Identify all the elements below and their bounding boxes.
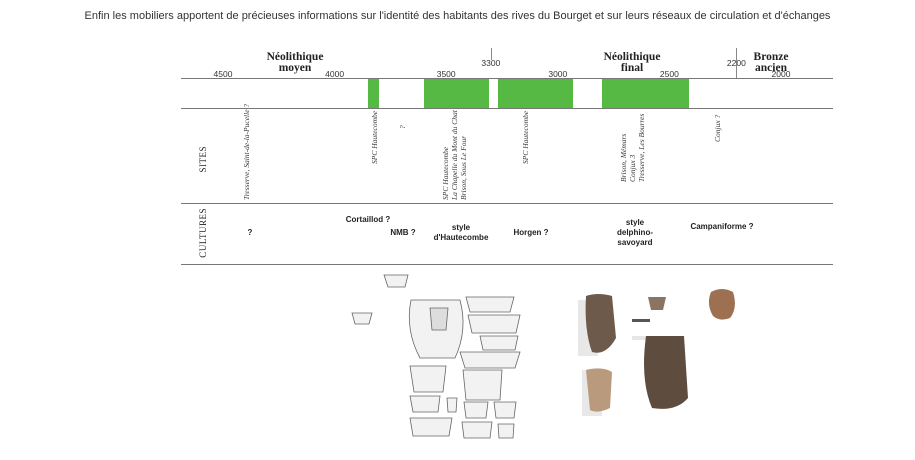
tick-3500: 3500	[436, 69, 456, 79]
tick-2000: 2000	[771, 69, 791, 79]
occupation-bar-3	[497, 79, 574, 108]
tick-3000: 3000	[548, 69, 568, 79]
period-neolithique-moyen: Néolithique moyen	[266, 51, 324, 74]
culture-campaniforme: Campaniforme ?	[690, 222, 754, 231]
occupation-bar-1	[368, 79, 380, 108]
tick-2500: 2500	[659, 69, 679, 79]
pottery-photos-neolithique-final	[578, 289, 735, 416]
pottery-drawings-neolithique-moyen	[351, 274, 521, 439]
culture-unknown: ?	[247, 228, 253, 237]
period-bronze-ancien: Bronze ancien	[753, 51, 789, 74]
tick-3300: 3300	[481, 58, 501, 68]
timeline-top-line	[181, 78, 833, 79]
occupation-bar-4	[602, 79, 690, 108]
culture-style-delphino-savoyard: style delphino- savoyard	[617, 218, 653, 247]
tick-4500: 4500	[213, 69, 233, 79]
tick-4000: 4000	[325, 69, 345, 79]
separator-2200	[736, 48, 737, 78]
tick-2200: 2200	[726, 58, 746, 68]
culture-style-hautecombe: style d'Hautecombe	[433, 223, 489, 242]
culture-cortaillod: Cortaillod ?	[345, 215, 391, 224]
occupation-bar-2	[423, 79, 489, 108]
caption: Enfin les mobiliers apportent de précieu…	[84, 10, 831, 22]
culture-horgen: Horgen ?	[513, 228, 549, 237]
sites-cultures-divider	[181, 203, 833, 204]
separator-3300	[491, 48, 492, 60]
cultures-bottom-line	[181, 264, 833, 265]
period-neolithique-final: Néolithique final	[603, 51, 661, 74]
culture-nmb: NMB ?	[390, 228, 416, 237]
timeline-bottom-line	[181, 108, 833, 109]
